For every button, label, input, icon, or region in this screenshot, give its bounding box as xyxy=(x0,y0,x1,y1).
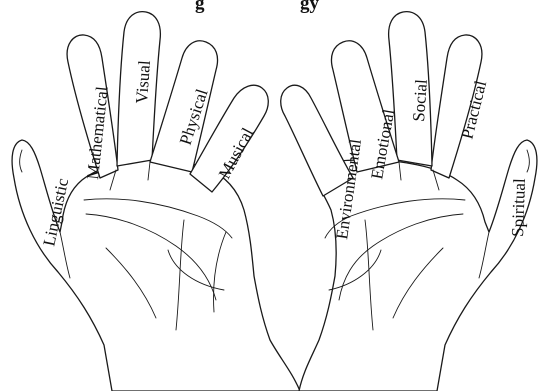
label-visual: Visual xyxy=(132,59,154,104)
right-hand xyxy=(281,12,537,391)
label-spiritual: Spiritual xyxy=(508,178,529,237)
label-social: Social xyxy=(409,78,431,122)
heading-fragment-left: g xyxy=(195,0,205,14)
heading-fragment-right: gy xyxy=(300,0,320,14)
